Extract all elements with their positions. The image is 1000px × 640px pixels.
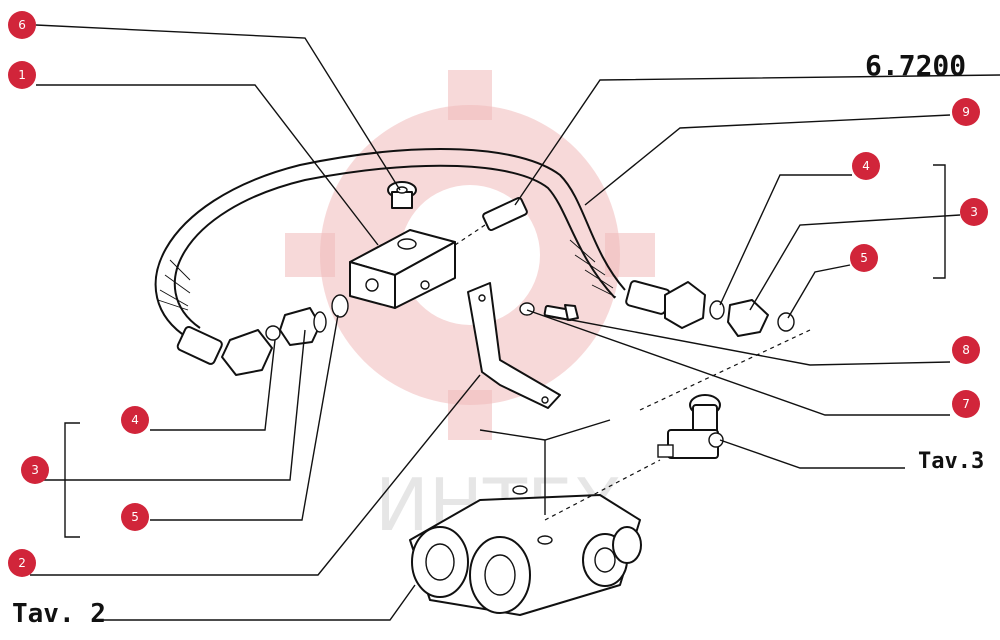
- callout-number: 8: [962, 343, 970, 357]
- callout-number: 5: [131, 510, 139, 524]
- callout-badge-8: 8: [952, 336, 980, 364]
- callout-badge-1: 1: [8, 61, 36, 89]
- callout-number: 6: [18, 18, 26, 32]
- reference-label-table-3: Tav.3: [918, 449, 984, 474]
- inline-fitting: [454, 196, 528, 246]
- callout-badge-6: 6: [8, 11, 36, 39]
- assembly-guides: [479, 329, 811, 521]
- callout-badge-5-left: 5: [121, 503, 149, 531]
- left-fittings: [221, 294, 349, 376]
- valve-body: [409, 485, 642, 616]
- callout-number: 7: [962, 397, 970, 411]
- washer-and-bolt: [519, 302, 579, 322]
- callout-badge-7: 7: [952, 390, 980, 418]
- reference-label-main: 6.7200: [865, 49, 966, 82]
- callout-number: 4: [862, 159, 870, 173]
- callout-badge-9: 9: [952, 98, 980, 126]
- group-bracket-right: [933, 164, 946, 279]
- callout-badge-5-right: 5: [850, 244, 878, 272]
- callout-number: 3: [970, 205, 978, 219]
- callout-badge-4-right: 4: [852, 152, 880, 180]
- reference-label-table-2: Tav. 2: [12, 599, 106, 629]
- callout-number: 2: [18, 556, 26, 570]
- right-fittings: [664, 281, 795, 337]
- hose-assembly: [154, 148, 671, 365]
- callout-badge-4-left: 4: [121, 406, 149, 434]
- callout-badge-3-right: 3: [960, 198, 988, 226]
- leader-lines: [30, 24, 1000, 621]
- callout-badge-2: 2: [8, 549, 36, 577]
- gear-watermark-icon: [285, 70, 655, 440]
- callout-number: 9: [962, 105, 970, 119]
- callout-number: 4: [131, 413, 139, 427]
- callout-number: 5: [860, 251, 868, 265]
- callout-badge-3-left: 3: [21, 456, 49, 484]
- distribution-block: [349, 229, 456, 309]
- callout-number: 3: [31, 463, 39, 477]
- top-plug-screw: [387, 181, 417, 209]
- elbow-fitting: [657, 394, 724, 459]
- watermark: ИНТЕХ: [285, 70, 655, 547]
- callout-number: 1: [18, 68, 26, 82]
- mounting-bracket: [467, 282, 561, 409]
- group-bracket-left: [64, 422, 80, 538]
